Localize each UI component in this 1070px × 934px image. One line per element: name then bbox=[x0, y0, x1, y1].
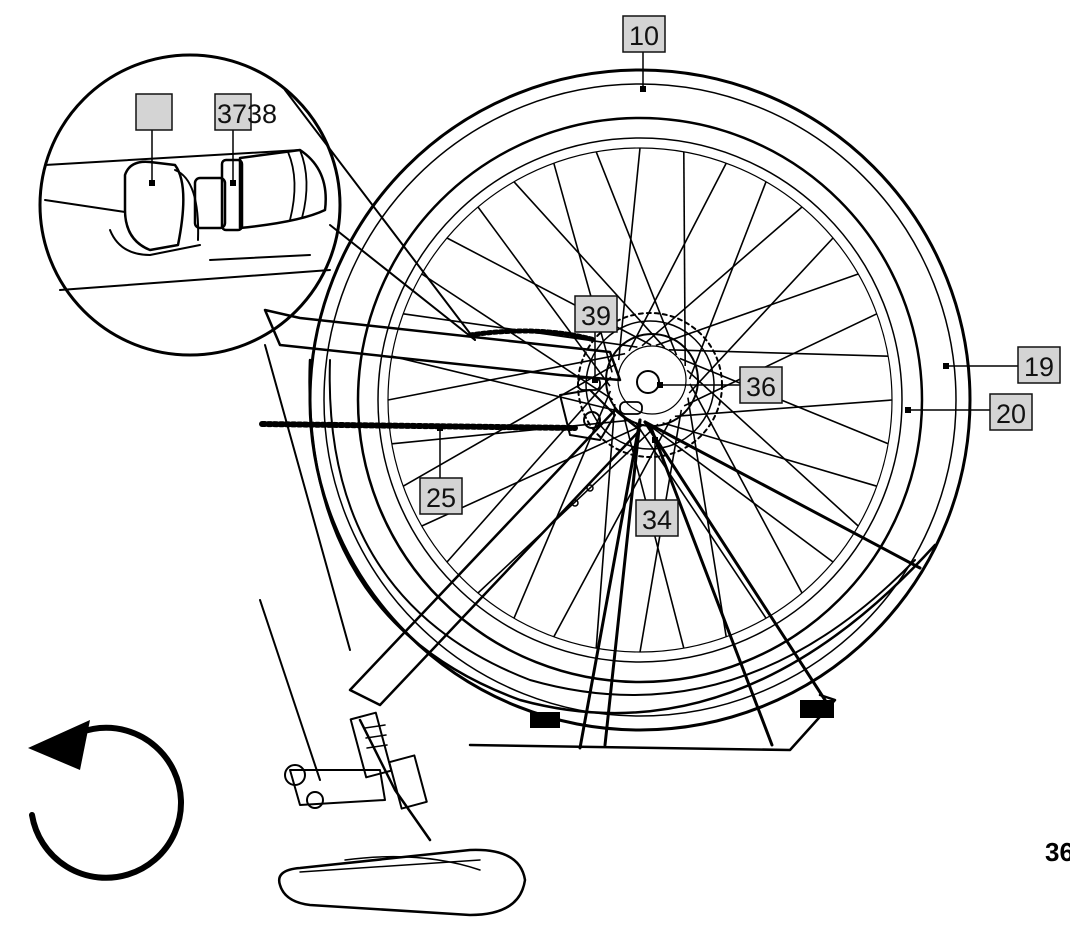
pedal bbox=[277, 848, 527, 917]
counterclockwise-arrow-icon bbox=[28, 720, 184, 881]
spoke bbox=[688, 181, 767, 380]
detail-magnifier bbox=[38, 53, 476, 357]
work-stand bbox=[468, 418, 922, 752]
spoke bbox=[683, 151, 686, 367]
rim bbox=[356, 116, 924, 684]
page-number: 36 bbox=[1045, 837, 1070, 867]
tire bbox=[308, 68, 972, 732]
svg-text:10: 10 bbox=[629, 21, 659, 51]
spoke bbox=[477, 206, 611, 387]
callout-34: 34 bbox=[635, 499, 679, 537]
spoke bbox=[513, 181, 666, 349]
chain-stay bbox=[263, 308, 622, 382]
spoke bbox=[391, 355, 621, 413]
callout-36: 36 bbox=[739, 366, 783, 404]
svg-text:20: 20 bbox=[996, 399, 1026, 429]
spoke bbox=[477, 423, 659, 594]
spoke bbox=[387, 352, 626, 401]
callout-20: 20 bbox=[989, 393, 1033, 431]
axle-nut bbox=[636, 370, 660, 394]
svg-text:34: 34 bbox=[642, 505, 672, 535]
leader-lines bbox=[149, 51, 1019, 501]
spoke bbox=[648, 424, 834, 563]
callout-39: 39 bbox=[574, 295, 618, 333]
spoke bbox=[686, 369, 859, 527]
frame bbox=[259, 308, 643, 781]
spoke bbox=[641, 206, 803, 347]
svg-text:36: 36 bbox=[746, 372, 776, 402]
spoke bbox=[446, 376, 612, 563]
svg-text:19: 19 bbox=[1024, 352, 1054, 382]
svg-text:25: 25 bbox=[426, 483, 456, 513]
spoke bbox=[683, 313, 878, 407]
spoke bbox=[679, 357, 889, 445]
chain bbox=[259, 328, 598, 431]
spokes bbox=[387, 147, 893, 653]
callout-3738: 3738 bbox=[214, 93, 277, 131]
spoke bbox=[391, 419, 632, 445]
svg-text:39: 39 bbox=[581, 301, 611, 331]
spoke bbox=[513, 390, 612, 619]
spoke bbox=[553, 162, 613, 373]
spoke bbox=[668, 349, 889, 357]
spoke bbox=[688, 237, 834, 394]
callout-25: 25 bbox=[419, 477, 463, 515]
spoke bbox=[595, 151, 678, 356]
callout-19: 19 bbox=[1017, 346, 1061, 384]
spoke bbox=[595, 403, 616, 649]
seat-stay bbox=[348, 408, 642, 707]
callout-10: 10 bbox=[622, 15, 666, 53]
spoke bbox=[662, 422, 878, 487]
pedal-assembly bbox=[277, 711, 527, 917]
spoke bbox=[634, 421, 767, 619]
spoke bbox=[553, 418, 672, 638]
spoke bbox=[674, 399, 893, 418]
callout-blank bbox=[135, 93, 173, 131]
spoke bbox=[689, 383, 803, 594]
spoke bbox=[628, 162, 727, 352]
spoke bbox=[655, 273, 859, 347]
mudguard bbox=[308, 358, 937, 715]
rear-wheel bbox=[308, 68, 972, 732]
spoke bbox=[617, 147, 641, 361]
svg-text:3738: 3738 bbox=[217, 99, 277, 129]
